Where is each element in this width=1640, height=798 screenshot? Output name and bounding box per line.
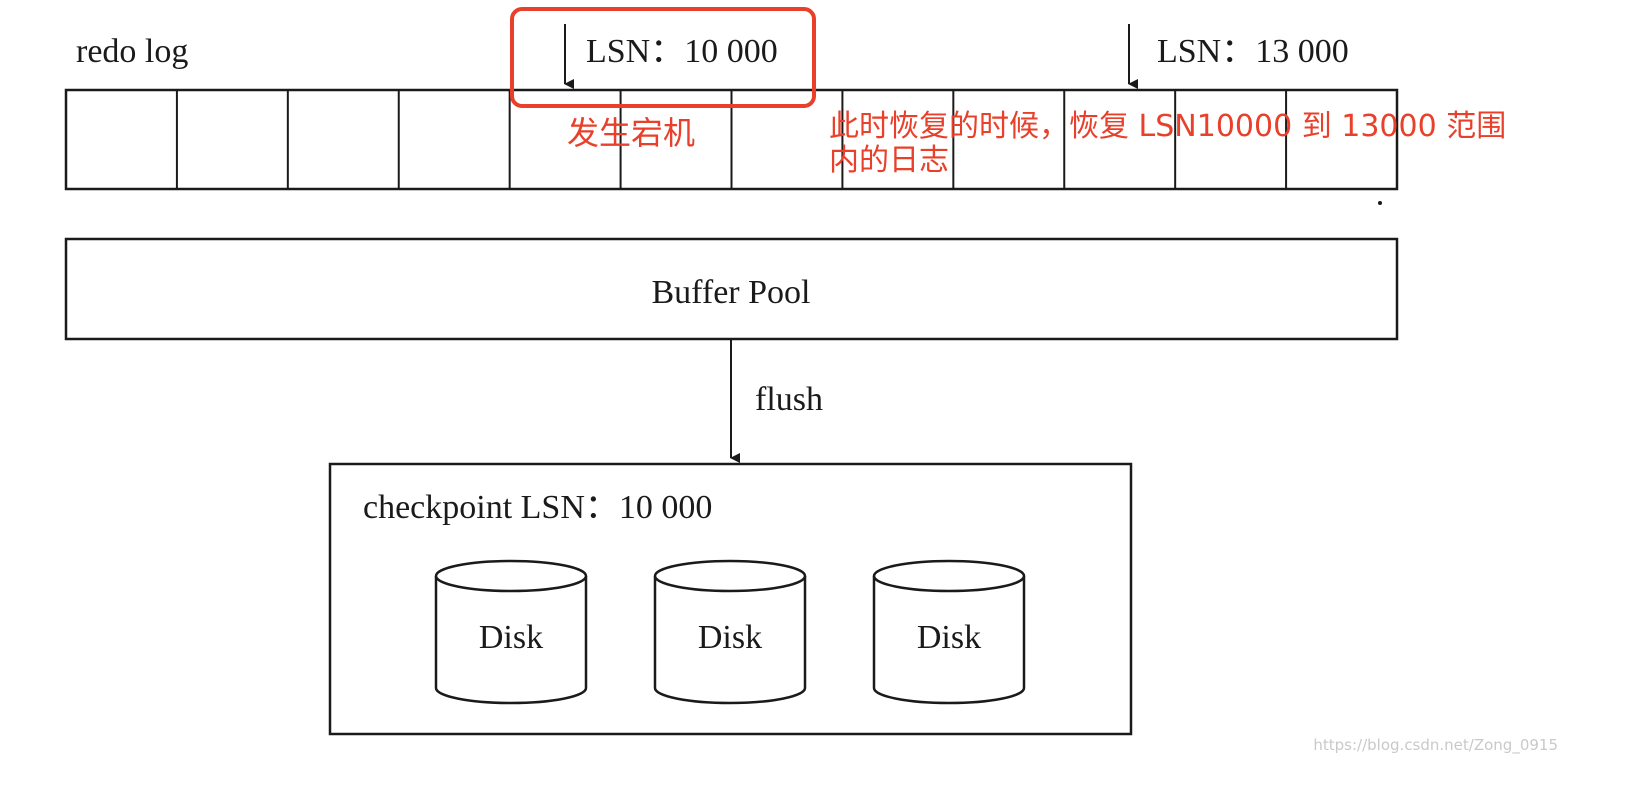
buffer-pool-label: Buffer Pool xyxy=(652,274,811,311)
lsn-marker-crash: LSN：10 000 xyxy=(564,24,778,89)
disk-top xyxy=(653,559,807,593)
disk-body xyxy=(653,576,807,705)
lsn-crash-label: LSN：10 000 xyxy=(586,33,778,70)
checkpoint-label: checkpoint LSN：10 000 xyxy=(363,489,712,526)
lsn-end-label: LSN：13 000 xyxy=(1157,33,1349,70)
redo-log-cells xyxy=(175,90,1288,189)
disk-top xyxy=(872,559,1026,593)
disk-2: Disk xyxy=(653,559,807,705)
disk-3: Disk xyxy=(872,559,1026,705)
recovery-note-line1: 此时恢复的时候，恢复 LSN10000 到 13000 范围 xyxy=(829,109,1506,144)
disk-label: Disk xyxy=(917,619,981,656)
flush-arrow: flush xyxy=(730,340,823,463)
recovery-note-line2: 内的日志 xyxy=(829,143,949,178)
redo-log-label: redo log xyxy=(76,33,188,70)
disk-1: Disk xyxy=(434,559,588,705)
buffer-pool: Buffer Pool xyxy=(64,237,1399,341)
disk-label: Disk xyxy=(698,619,762,656)
lsn-marker-end: LSN：13 000 xyxy=(1128,24,1349,89)
buffer-pool-box xyxy=(64,237,1399,341)
flush-label: flush xyxy=(755,381,823,418)
disk-body xyxy=(434,576,588,705)
crash-highlight-box xyxy=(510,7,816,108)
speck xyxy=(1378,201,1382,205)
disk-label: Disk xyxy=(479,619,543,656)
disk-body xyxy=(872,576,1026,705)
disk-top xyxy=(434,559,588,593)
watermark: https://blog.csdn.net/Zong_0915 xyxy=(1313,736,1558,755)
storage-box: checkpoint LSN：10 000 Disk Disk Disk xyxy=(328,462,1133,736)
disk-group: Disk Disk Disk xyxy=(434,559,1026,705)
crash-note: 发生宕机 xyxy=(567,114,695,152)
